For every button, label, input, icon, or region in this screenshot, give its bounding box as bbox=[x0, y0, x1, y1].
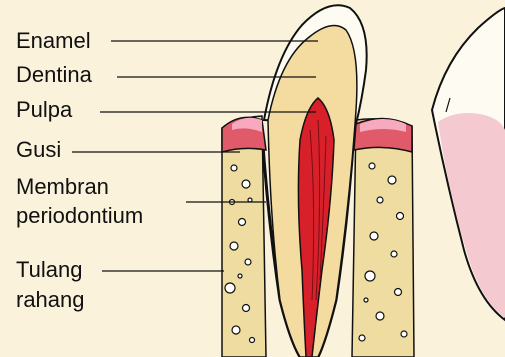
label-pulpa: Pulpa bbox=[16, 97, 72, 123]
label-membran: Membran bbox=[16, 174, 109, 200]
label-rahang: rahang bbox=[16, 287, 85, 313]
jaw-bone-right bbox=[352, 119, 414, 357]
label-gusi: Gusi bbox=[16, 137, 61, 163]
tooth-side-view bbox=[432, 8, 505, 320]
label-periodontium: periodontium bbox=[16, 203, 143, 229]
label-tulang: Tulang bbox=[16, 257, 82, 283]
label-enamel: Enamel bbox=[16, 28, 91, 54]
label-dentina: Dentina bbox=[16, 62, 92, 88]
